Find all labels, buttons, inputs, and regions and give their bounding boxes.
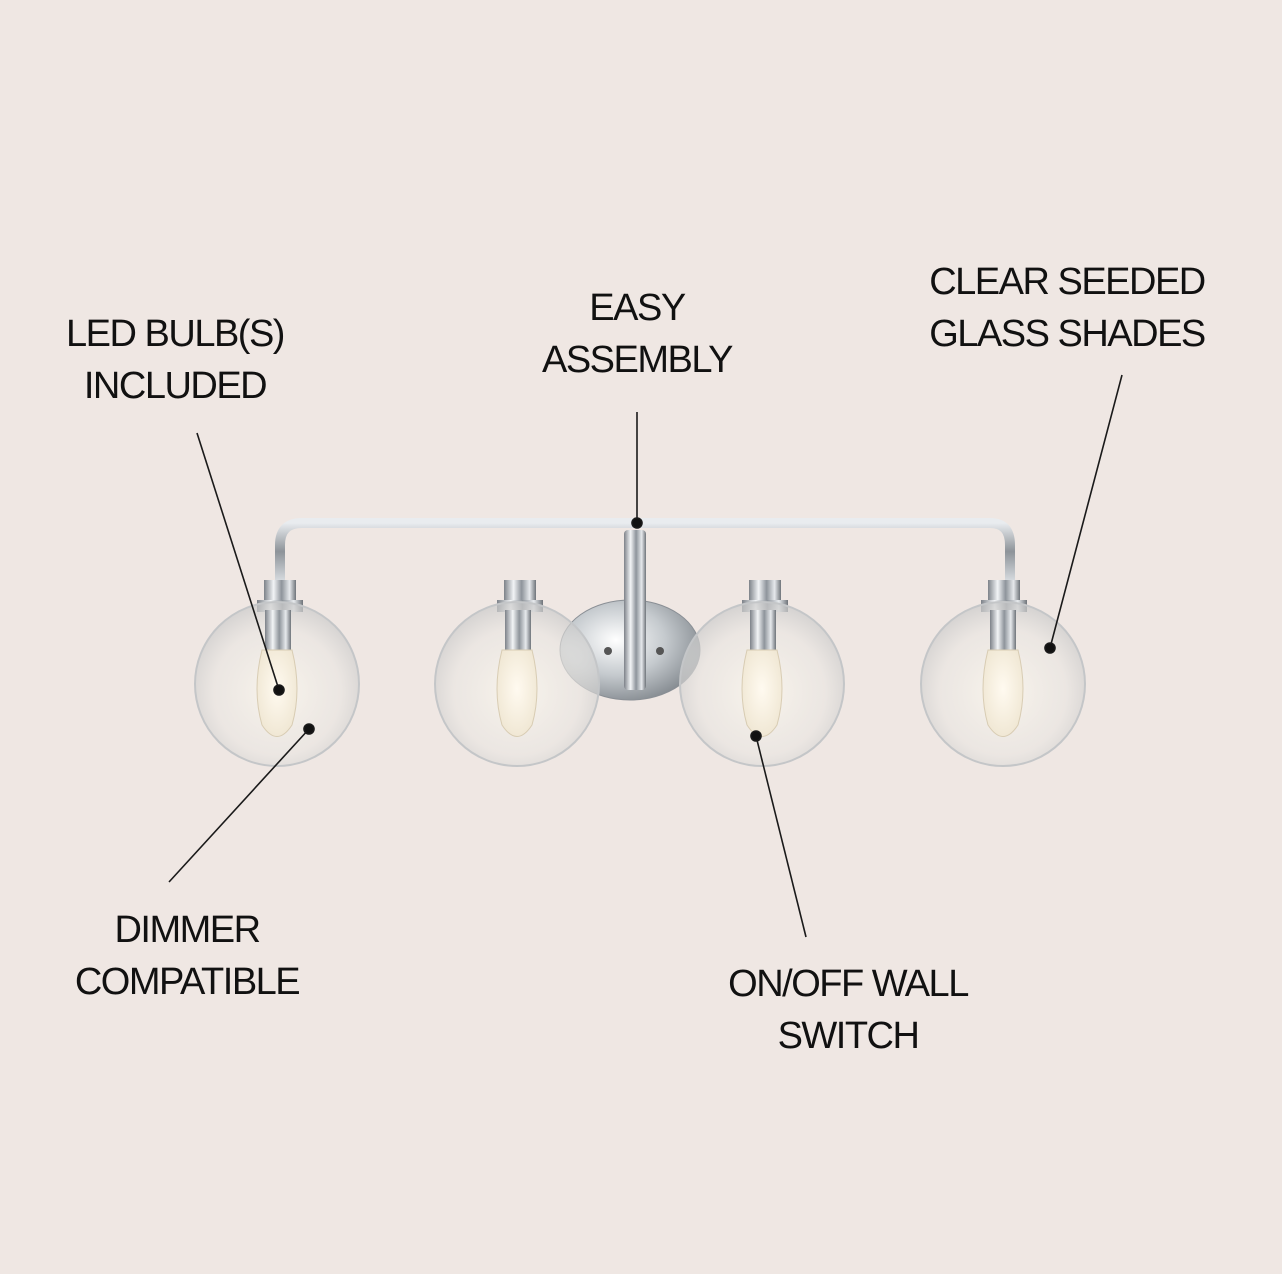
lamp-3 [679,580,845,767]
lamp-2 [434,580,600,767]
lamp-1 [194,580,360,767]
lamp-4 [920,580,1086,767]
callout-text: CLEAR SEEDED [929,261,1206,303]
callout-text: ASSEMBLY [541,339,734,381]
callout-line-dimmer [168,728,310,883]
callout-line-glass [1049,374,1123,649]
callout-text: DIMMER [114,909,261,951]
callout-text: LED BULB(S) [66,313,285,355]
callout-glass-shades: CLEAR SEEDED GLASS SHADES [900,256,1234,360]
callout-text: INCLUDED [83,365,268,407]
callout-line-led [196,432,280,691]
crossbar [275,518,1015,580]
callout-led-bulbs: LED BULB(S) INCLUDED [40,308,310,412]
callout-switch: ON/OFF WALL SWITCH [690,958,1006,1062]
center-arm [624,530,646,690]
callout-dimmer: DIMMER COMPATIBLE [40,904,334,1008]
callout-text: COMPATIBLE [74,961,301,1003]
callout-text: EASY [589,287,686,329]
callout-text: GLASS SHADES [929,313,1206,355]
callout-easy-assembly: EASY ASSEMBLY [500,282,774,386]
callout-text: ON/OFF WALL [728,963,969,1005]
callout-text: SWITCH [777,1015,920,1057]
callout-line-switch [755,735,807,938]
